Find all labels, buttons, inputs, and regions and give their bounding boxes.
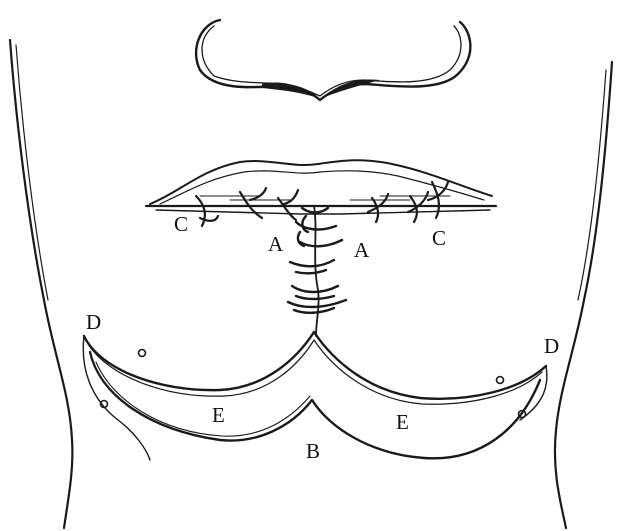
label-c-right: C [432,226,446,250]
left-cheek-contour [10,40,72,528]
marker-dot [139,350,146,357]
left-cheek-contour-inner [16,45,48,300]
marker-dots [101,350,526,418]
label-a-left: A [268,232,284,256]
suture-stitch [368,194,388,222]
nose [196,20,470,100]
right-cheek-contour [555,62,612,528]
sutures [196,182,448,313]
label-e-left: E [212,403,225,427]
suture-stitch [428,182,448,218]
marker-dot [497,377,504,384]
suture-stitch [290,260,334,273]
upper-lip-outline [150,160,492,204]
suture-stitch [288,300,346,313]
label-d-right: D [544,334,559,358]
suture-stitch [292,286,338,299]
label-a-right: A [354,238,370,262]
suture-stitch [300,240,342,246]
flap-upper-edge-inner [88,340,542,404]
label-c-left: C [174,212,188,236]
labels: C A A C D D E E B [86,212,559,463]
central-incision [314,206,319,336]
label-d-left: D [86,310,101,334]
nostril-left-shade [262,83,318,98]
label-b: B [306,439,320,463]
mouth [146,160,496,214]
label-e-right: E [396,410,409,434]
left-flap-side [83,336,150,460]
incision-line [314,206,319,336]
